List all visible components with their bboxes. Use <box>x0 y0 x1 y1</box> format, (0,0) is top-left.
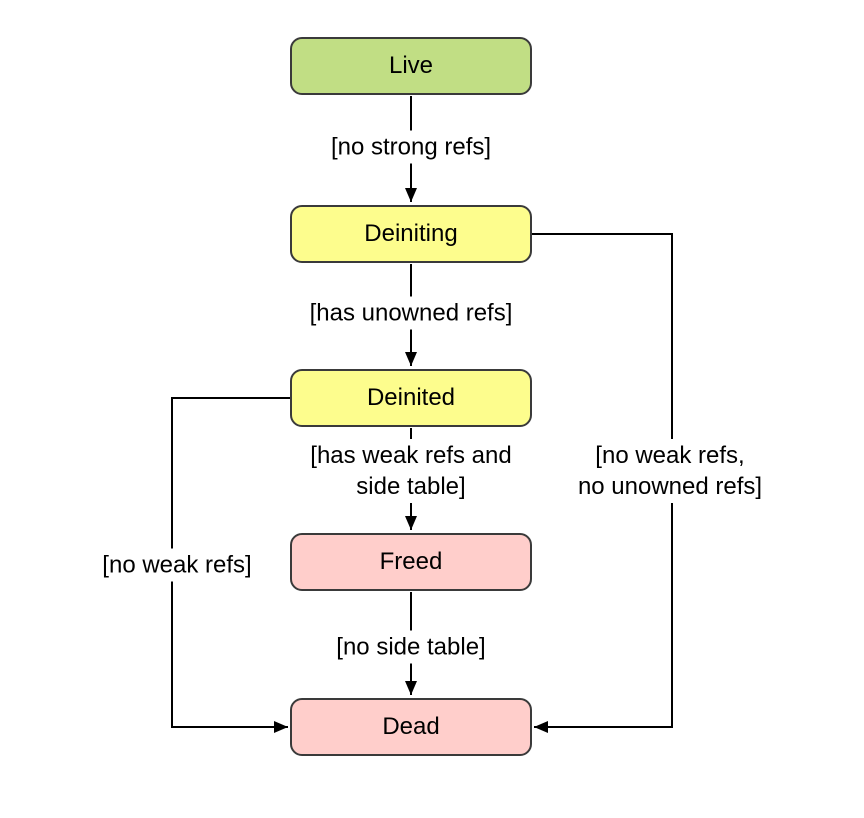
edge-label-no-side-table: [no side table] <box>331 630 491 664</box>
edge-label-line: [has weak refs and <box>310 442 512 469</box>
node-label: Freed <box>379 548 443 575</box>
edge-label-line: [no weak refs, <box>595 442 745 469</box>
node-label: Deinited <box>366 384 456 411</box>
edge-label-no-strong-refs: [no strong refs] <box>325 130 497 164</box>
edge-label-line: side table] <box>356 473 466 500</box>
node-freed: Freed <box>290 533 532 591</box>
edge-label-no-weak-refs-no-unowned-refs: [no weak refs, no unowned refs] <box>572 439 768 503</box>
edge-label-has-unowned-refs: [has unowned refs] <box>304 296 518 330</box>
edge-label-no-weak-refs: [no weak refs] <box>97 548 257 582</box>
node-label: Live <box>388 52 434 79</box>
node-label: Dead <box>382 713 440 740</box>
node-live: Live <box>290 37 532 95</box>
node-dead: Dead <box>290 698 532 756</box>
edge-label-line: no unowned refs] <box>577 473 763 500</box>
node-label: Deiniting <box>364 220 458 247</box>
edge-label-has-weak-refs-and-side-table: [has weak refs and side table] <box>305 439 517 503</box>
node-deiniting: Deiniting <box>290 205 532 263</box>
node-deinited: Deinited <box>290 369 532 427</box>
